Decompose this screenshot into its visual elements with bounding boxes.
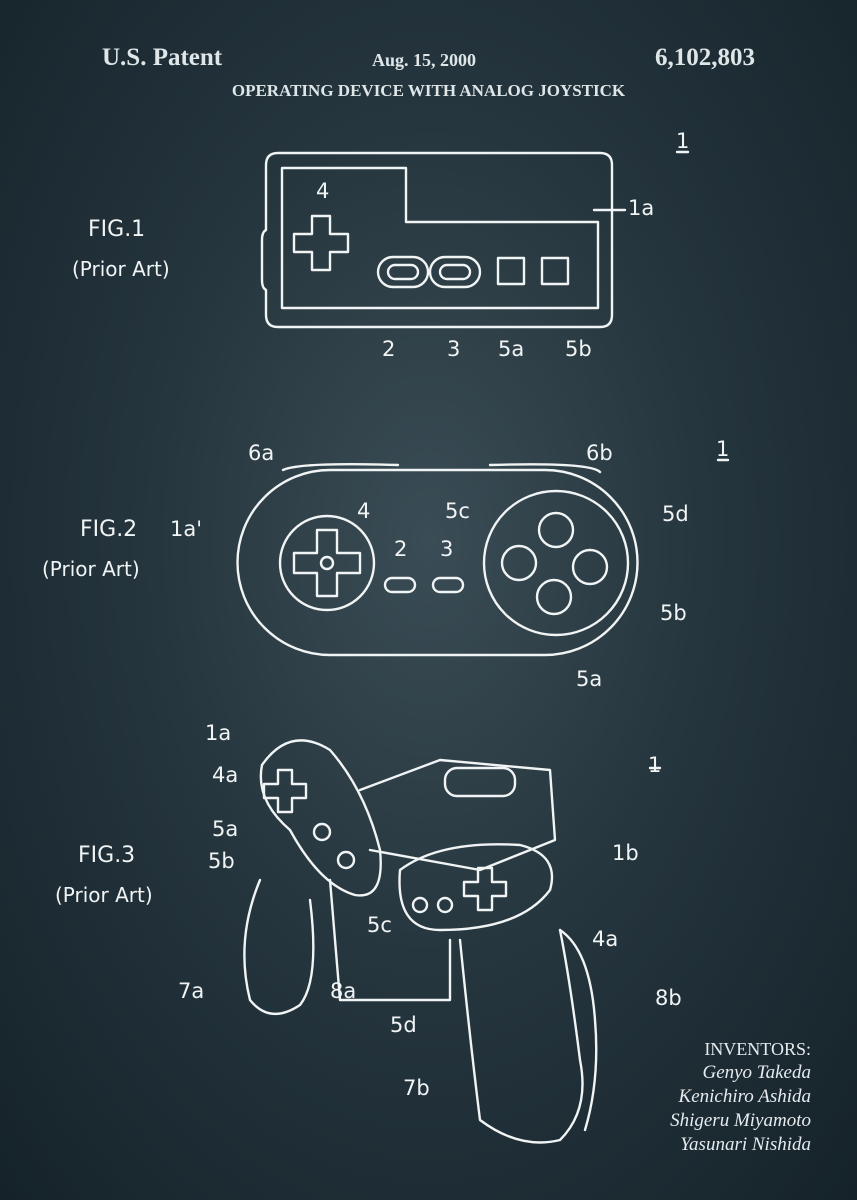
- patent-number: 6,102,803: [655, 44, 755, 71]
- fig3-part-5c: 5c: [367, 913, 392, 937]
- patent-title: OPERATING DEVICE WITH ANALOG JOYSTICK: [231, 81, 626, 100]
- fig3-part-5d: 5d: [390, 1013, 417, 1037]
- inventor-name: Shigeru Miyamoto: [670, 1110, 811, 1131]
- fig3-part-1a: 1a: [205, 721, 231, 745]
- fig3-part-5b: 5b: [208, 849, 235, 873]
- fig3-part-4a-left: 4a: [212, 763, 238, 787]
- fig1-part-4: 4: [316, 179, 329, 203]
- inventors-heading: INVENTORS:: [704, 1039, 811, 1059]
- fig1-part-2: 2: [382, 337, 395, 361]
- fig2-ref: 1: [716, 437, 729, 461]
- fig3-part-5a: 5a: [212, 817, 238, 841]
- fig3-part-7b: 7b: [403, 1076, 430, 1100]
- fig1-ref: 1: [676, 129, 689, 153]
- fig2-part-5a: 5a: [576, 667, 602, 691]
- fig2-part-4: 4: [357, 499, 370, 523]
- inventors-block: INVENTORS: Genyo Takeda Kenichiro Ashida…: [670, 1037, 811, 1157]
- patent-label: U.S. Patent: [102, 44, 223, 71]
- fig2-part-5c: 5c: [445, 499, 470, 523]
- fig1-part-5b: 5b: [565, 337, 592, 361]
- fig2-part-5b: 5b: [660, 601, 687, 625]
- fig2-part-6b: 6b: [586, 441, 613, 465]
- fig2-part-2: 2: [394, 537, 407, 561]
- fig3-ref: 1: [648, 753, 661, 777]
- fig2-label: FIG.2: [80, 517, 137, 542]
- fig1-part-3: 3: [447, 337, 460, 361]
- fig2-part-1a-prime: 1a': [170, 517, 202, 541]
- fig3-part-8b: 8b: [655, 986, 682, 1010]
- fig3-part-4a-right: 4a: [592, 927, 618, 951]
- fig1-label: FIG.1: [88, 217, 145, 242]
- inventor-name: Kenichiro Ashida: [678, 1086, 811, 1107]
- fig1-prior-art: (Prior Art): [72, 257, 170, 281]
- fig2-part-5d: 5d: [662, 502, 689, 526]
- fig2-controller-drawing: [236, 458, 730, 657]
- fig3-part-1b: 1b: [612, 841, 639, 865]
- fig2-part-6a: 6a: [248, 441, 274, 465]
- fig3-part-7a: 7a: [178, 979, 204, 1003]
- fig3-prior-art: (Prior Art): [55, 883, 153, 907]
- fig3-label: FIG.3: [78, 843, 135, 868]
- fig1-controller-drawing: [260, 150, 690, 329]
- fig1-part-1a: 1a: [628, 196, 654, 220]
- fig3-part-8a: 8a: [330, 979, 356, 1003]
- fig3-controller-drawing: [243, 739, 662, 1144]
- fig2-prior-art: (Prior Art): [42, 557, 140, 581]
- fig1-part-5a: 5a: [498, 337, 524, 361]
- inventor-name: Yasunari Nishida: [680, 1134, 811, 1155]
- patent-date: Aug. 15, 2000: [372, 50, 477, 70]
- inventor-name: Genyo Takeda: [702, 1062, 811, 1083]
- fig2-part-3: 3: [440, 537, 453, 561]
